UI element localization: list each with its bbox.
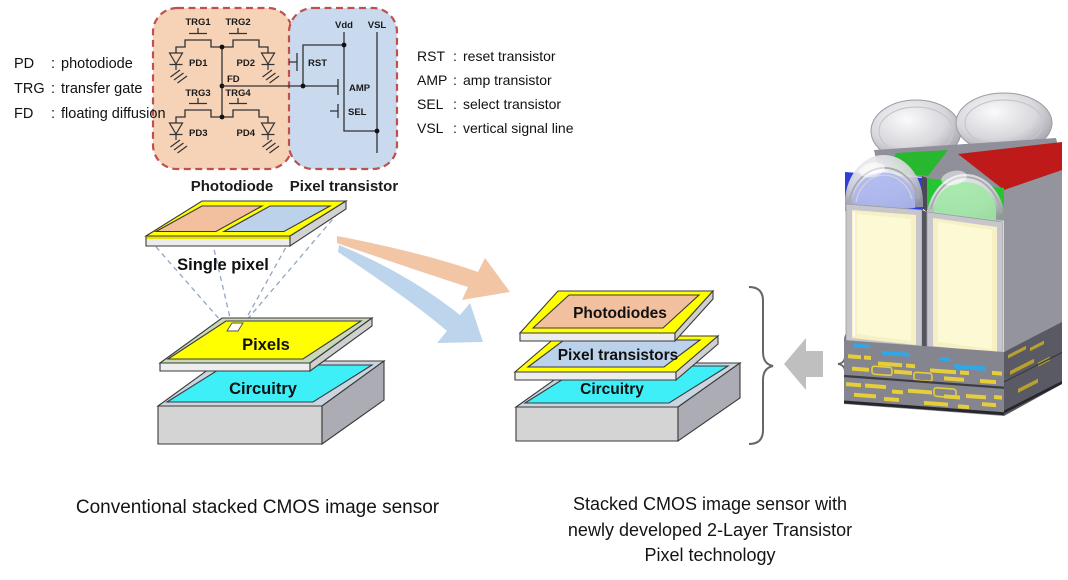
conventional-circuitry-label: Circuitry — [229, 380, 298, 398]
chip-side-face — [1004, 158, 1062, 352]
new-sensor-caption-line2: newly developed 2-Layer Transistor — [567, 519, 853, 540]
single-pixel-label: Single pixel — [177, 256, 269, 274]
photodiode-symbol-pd3 — [168, 122, 188, 154]
lens-footprint-green — [934, 181, 997, 221]
vsl-label: VSL — [368, 20, 387, 31]
photodiode-circuit: TRG1 TRG2 TRG3 TRG4 PD1 PD2 PD3 PD4 FD — [168, 17, 280, 154]
legend-desc: amp transistor — [463, 72, 552, 88]
photodiode-symbol-pd4 — [260, 122, 280, 154]
conventional-caption: Conventional stacked CMOS image sensor — [75, 497, 440, 518]
pd4-label: PD4 — [237, 128, 256, 139]
single-pixel-slab: Single pixel — [144, 200, 348, 274]
pixel-transistor-block-label: Pixel transistor — [290, 178, 399, 195]
legend-abbr: AMP — [417, 72, 448, 88]
vdd-label: Vdd — [335, 20, 353, 31]
legend-item-trg: TRG: transfer gate — [14, 77, 166, 102]
legend-item-amp: AMP: amp transistor — [417, 68, 574, 92]
photodiode-symbol-pd1 — [168, 52, 188, 84]
legend-separator: : — [453, 120, 457, 136]
circuit-diagram: TRG1 TRG2 TRG3 TRG4 PD1 PD2 PD3 PD4 FD V… — [151, 6, 399, 195]
legend-item-pd: PD: photodiode — [14, 52, 166, 77]
trg4-label: TRG4 — [225, 88, 251, 99]
pixels-layer: Pixels — [158, 316, 374, 373]
blue-arrow-icon — [338, 245, 483, 343]
gray-arrow-icon — [784, 338, 823, 390]
single-pixel-photodiode-area — [153, 205, 265, 233]
legend-abbr: PD — [14, 56, 35, 72]
legend-item-sel: SEL: select transistor — [417, 92, 574, 116]
legend-abbr: FD — [14, 106, 34, 122]
legend-desc: transfer gate — [61, 81, 143, 97]
legend-separator: : — [453, 72, 457, 88]
legend-item-vsl: VSL: vertical signal line — [417, 116, 574, 140]
chip-base — [844, 322, 1062, 416]
trg3-label: TRG3 — [185, 88, 210, 99]
rst-label: RST — [308, 58, 327, 69]
pixel-transistors-layer: Pixel transistors — [513, 334, 720, 382]
color-filter-red — [958, 142, 1062, 190]
new-sensor-caption-line3: Pixel technology — [644, 545, 776, 565]
legend-separator: : — [50, 56, 56, 72]
pixel-transistor-circuit: Vdd VSL RST AMP SEL — [222, 20, 386, 153]
legend-separator: : — [50, 106, 56, 122]
photodiode-symbol-pd2 — [260, 52, 280, 84]
photodiodes-layer: Photodiodes — [518, 289, 715, 343]
new-sensor-caption-line1: Stacked CMOS image sensor with — [572, 494, 848, 514]
legend-desc: reset transistor — [463, 48, 556, 64]
pd1-label: PD1 — [189, 58, 208, 69]
new-sensor-caption: Stacked CMOS image sensor with newly dev… — [515, 492, 905, 569]
single-pixel-marker — [226, 322, 244, 332]
photodiode-legend: PD: photodiode TRG: transfer gate FD: float… — [14, 52, 166, 127]
legend-abbr: SEL — [417, 96, 444, 112]
legend-separator: : — [453, 48, 457, 64]
wiring-side — [1004, 340, 1062, 414]
single-pixel-transistor-area — [221, 205, 333, 233]
legend-abbr: TRG — [14, 81, 45, 97]
pixel-transistors-label: Pixel transistors — [558, 347, 679, 364]
photodiode-column-right — [926, 211, 1004, 359]
legend-item-fd: FD: floating diffusion — [14, 102, 166, 127]
transistor-legend: RST:reset transistor AMP:amp transistor … — [417, 44, 574, 140]
photodiode-column-left — [845, 203, 923, 351]
legend-desc: select transistor — [463, 96, 562, 112]
amp-label: AMP — [349, 83, 371, 94]
pixel-transistor-block-box — [287, 6, 399, 171]
legend-desc: vertical signal line — [463, 120, 574, 136]
fd-label: FD — [227, 74, 240, 85]
legend-separator: : — [50, 81, 56, 97]
pd2-label: PD2 — [237, 58, 255, 69]
pd3-label: PD3 — [189, 128, 207, 139]
legend-item-rst: RST: reset transistor — [417, 44, 574, 68]
legend-separator: : — [453, 96, 457, 112]
sel-label: SEL — [348, 107, 367, 118]
photodiodes-label: Photodiodes — [573, 305, 667, 322]
photodiode-block-label: Photodiode — [191, 178, 274, 195]
new-circuitry-label: Circuitry — [580, 381, 644, 398]
legend-desc: floating diffusion — [61, 106, 166, 122]
legend-abbr: VSL — [417, 120, 444, 136]
lens-footprint-blue — [852, 172, 915, 211]
legend-abbr: RST — [417, 48, 445, 64]
sensor-3d-render — [844, 92, 1062, 416]
wiring-front — [844, 343, 1004, 416]
orange-arrow-icon — [337, 236, 510, 300]
pixels-label: Pixels — [242, 336, 290, 354]
trg2-label: TRG2 — [225, 17, 250, 28]
trg1-label: TRG1 — [185, 17, 211, 28]
stack-brace — [748, 286, 774, 445]
legend-desc: photodiode — [61, 56, 133, 72]
conventional-circuitry-layer: Circuitry — [156, 359, 386, 446]
